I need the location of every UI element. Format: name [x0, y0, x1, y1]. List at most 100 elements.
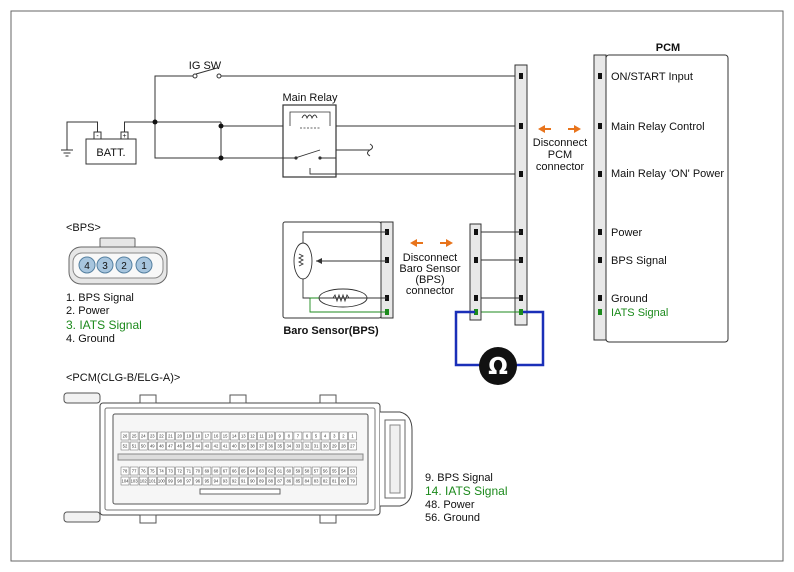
- pcm-pin-number: 16: [214, 434, 219, 439]
- pcm-pin-number: 50: [141, 444, 146, 449]
- pcm-pin-number: 68: [214, 469, 219, 474]
- pcm-connector-legend-4: 56. Ground: [425, 512, 480, 524]
- pcm-pin-cell: [166, 441, 175, 451]
- pcm-pin-cell: [339, 431, 348, 441]
- pcm-pin-number: 100: [158, 479, 166, 484]
- pcm-pin-cell: [202, 476, 212, 486]
- pcm-pin-cell: [175, 466, 184, 476]
- pcm-pin-cell: [220, 466, 230, 476]
- disconnect-bps-line4: connector: [406, 285, 455, 297]
- pcm-pin-number: 54: [341, 469, 346, 474]
- pcm-pin-number: 32: [305, 444, 310, 449]
- pcm-pin-number: 28: [341, 444, 346, 449]
- pcm-pin-cell: [311, 476, 321, 486]
- pcm-pin-cell: [120, 466, 130, 476]
- pcm-pin-cell: [257, 476, 266, 486]
- pcm-pin-number: 19: [186, 434, 191, 439]
- pcm-pin-number: 97: [186, 479, 191, 484]
- bps-connector-title: <BPS>: [66, 222, 101, 234]
- pcm-pin-cell: [129, 431, 139, 441]
- pcm-pin-cell: [202, 431, 212, 441]
- pcm-pin-cell: [239, 466, 248, 476]
- pcm-pin-cell: [175, 431, 184, 441]
- pcm-pin-cell: [120, 431, 130, 441]
- pcm-pin-number: 42: [214, 444, 219, 449]
- pcm-pin-number: 41: [223, 444, 228, 449]
- pcm-pin-cell: [320, 431, 330, 441]
- pcm-pin-number: 60: [286, 469, 291, 474]
- pcm-pin-number: 22: [159, 434, 164, 439]
- pcm-pin-cell: [229, 466, 239, 476]
- pcm-pin-number: 104: [122, 479, 130, 484]
- pcm-pin-cell: [275, 431, 284, 441]
- pcm-pin-number: 92: [232, 479, 237, 484]
- pcm-pin-number: 51: [132, 444, 137, 449]
- pcm-pin-number: 53: [350, 469, 355, 474]
- pcm-pin-cell: [266, 431, 275, 441]
- pcm-pin-cell: [184, 476, 193, 486]
- pcm-pin-number: 40: [232, 444, 237, 449]
- bps-legend-4: 4. Ground: [66, 333, 115, 345]
- pcm-pin-cell: [175, 476, 184, 486]
- baro-sensor: Baro Sensor(BPS): [282, 221, 394, 337]
- pcm-pin-number: 71: [186, 469, 191, 474]
- pcm-pin-cell: [166, 431, 175, 441]
- pcm-connector-legend-1: 9. BPS Signal: [425, 472, 493, 484]
- pcm-pin-cell: [257, 441, 266, 451]
- bps-pin-3: 3: [102, 261, 108, 272]
- bps-pin-1: 1: [141, 261, 147, 272]
- pcm-pin-number: 94: [214, 479, 219, 484]
- pcm-pin-cell: [229, 431, 239, 441]
- pcm-pin-cell: [138, 476, 148, 486]
- pcm-pin-number: 103: [131, 479, 139, 484]
- pcm-pin-cell: [248, 466, 257, 476]
- pcm-pin-cell: [248, 431, 257, 441]
- pcm-pin-number: 3: [333, 434, 336, 439]
- power-wires: [66, 75, 521, 175]
- main-relay: Main Relay: [282, 92, 338, 178]
- pcm-pin-cell: [148, 466, 157, 476]
- pcm-pin-cell: [148, 441, 157, 451]
- pcm-pin-number: 101: [149, 479, 157, 484]
- pcm-pin-cell: [284, 431, 294, 441]
- pcm-pin-cell: [348, 476, 357, 486]
- junction-dot: [218, 123, 224, 129]
- pcm-pin-cell: [266, 441, 275, 451]
- pcm-pin-number: 62: [268, 469, 273, 474]
- pcm-pin-cell: [220, 476, 230, 486]
- pcm-pin-cell: [275, 466, 284, 476]
- pcm-pin-cell: [248, 476, 257, 486]
- pcm-pin-cell: [330, 476, 339, 486]
- pcm-pin-number: 29: [332, 444, 337, 449]
- pcm-pin-number: 89: [259, 479, 264, 484]
- pcm-pin-number: 80: [341, 479, 346, 484]
- pcm-pin-number: 67: [223, 469, 228, 474]
- pcm-pin-cell: [302, 466, 312, 476]
- disconnect-pcm-line3: connector: [536, 161, 585, 173]
- pcm-pin-number: 59: [296, 469, 301, 474]
- pcm-pin-number: 57: [314, 469, 319, 474]
- pcm-pin-number: 69: [205, 469, 210, 474]
- pcm-pin-cell: [120, 441, 130, 451]
- pcm-pin-number: 26: [123, 434, 128, 439]
- pcm-pin-cell: [266, 466, 275, 476]
- pcm-pin-number: 87: [277, 479, 282, 484]
- pcm-pin-number: 2: [342, 434, 345, 439]
- pcm-pin-number: 85: [296, 479, 301, 484]
- pcm-pin-cell: [211, 466, 221, 476]
- pcm-pin-cell: [320, 441, 330, 451]
- bps-disconnect-arrows: [410, 239, 453, 247]
- pcm-pin-number: 24: [141, 434, 146, 439]
- pcm-pin-number: 98: [177, 479, 182, 484]
- ohmmeter-loop: Ω: [454, 310, 545, 385]
- pcm-pin-number: 61: [277, 469, 282, 474]
- bps-pin-4: 4: [84, 261, 90, 272]
- pcm-pin-cell: [302, 441, 312, 451]
- pcm-pin-number: 15: [223, 434, 228, 439]
- pcm-pin-number: 31: [314, 444, 319, 449]
- pcm-pin-cell: [339, 441, 348, 451]
- pcm-pin-number: 88: [268, 479, 273, 484]
- pcm-pin-cell: [138, 431, 148, 441]
- pcm-pin-number: 58: [305, 469, 310, 474]
- pcm-module: PCM ON/START Input Main Relay Control Ma…: [593, 42, 729, 343]
